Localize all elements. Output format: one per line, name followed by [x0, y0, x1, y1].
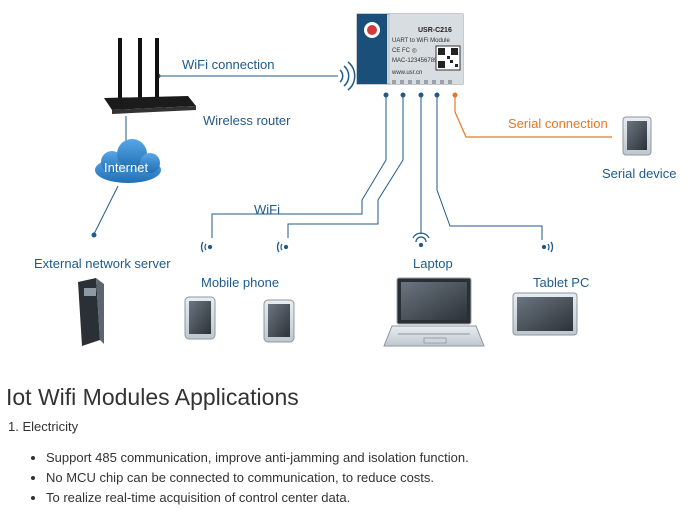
module-small-line: MAC-123456789 — [392, 58, 438, 64]
label-wifi-connection: WiFi connection — [182, 57, 274, 72]
applications-content: Iot Wifi Modules Applications 1. Electri… — [0, 382, 692, 508]
list-item: To realize real-time acquisition of cont… — [46, 488, 692, 508]
page-title: Iot Wifi Modules Applications — [6, 384, 299, 410]
section-heading: 1. Electricity — [8, 419, 79, 434]
wifi-signal-icon — [339, 61, 356, 91]
wifi-icon — [412, 232, 430, 248]
label-tablet-pc: Tablet PC — [533, 275, 589, 290]
list-item: Support 485 communication, improve anti-… — [46, 448, 692, 468]
serial-connection-link: Serial connection — [454, 95, 612, 138]
wifi-icon — [200, 241, 213, 253]
label-wireless-router: Wireless router — [203, 113, 291, 128]
wifi-device-links — [211, 95, 543, 240]
module-pins — [392, 80, 452, 84]
qr-code-icon — [435, 45, 461, 71]
laptop-icon — [383, 277, 485, 347]
label-laptop: Laptop — [413, 256, 453, 271]
label-wifi: WiFi — [254, 202, 280, 217]
mobile-phone-icon — [184, 296, 216, 340]
server-link-dot — [91, 232, 97, 238]
wifi-icon — [276, 241, 289, 253]
network-diagram: USR-C216 UART to WiFi Module CE FC ◎ MAC… — [34, 13, 676, 347]
wifi-module: USR-C216 UART to WiFi Module CE FC ◎ MAC… — [356, 13, 464, 85]
cloud-server-link — [93, 185, 119, 235]
label-mobile-phone: Mobile phone — [201, 275, 279, 290]
module-subtitle: UART to WiFi Module — [392, 38, 450, 44]
router-icon — [104, 38, 196, 114]
module-logo-icon — [364, 22, 380, 38]
wifi-icon — [541, 241, 554, 253]
mobile-phone-icon — [263, 299, 295, 343]
serial-device-icon — [622, 116, 652, 156]
bullet-list: Support 485 communication, improve anti-… — [0, 448, 692, 508]
label-serial-connection: Serial connection — [508, 116, 608, 131]
label-internet: Internet — [104, 160, 148, 175]
module-url: www.usr.cn — [391, 70, 422, 76]
list-item: No MCU chip can be connected to communic… — [46, 468, 692, 488]
tablet-pc-icon — [512, 292, 578, 336]
label-serial-device: Serial device — [602, 166, 676, 181]
module-cert: CE FC ◎ — [392, 48, 417, 54]
internet-cloud-icon: Internet — [95, 139, 161, 183]
label-external-server: External network server — [34, 256, 171, 271]
wifi-connection-link: WiFi connection — [155, 57, 356, 91]
server-icon — [78, 278, 104, 346]
module-model: USR-C216 — [418, 27, 452, 34]
